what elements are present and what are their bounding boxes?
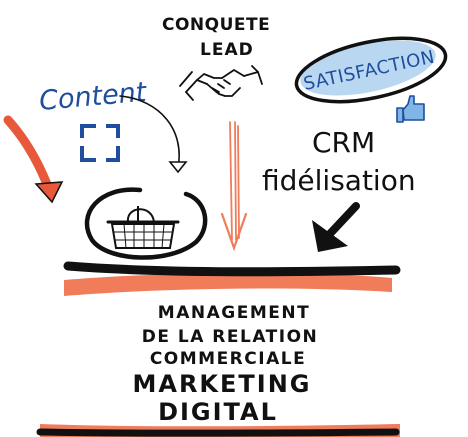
footer-line-3: COMMERCIALE xyxy=(150,349,306,369)
lead-label: LEAD xyxy=(200,40,254,60)
shopping-basket-icon xyxy=(84,187,208,260)
crm-label: CRM xyxy=(312,126,375,159)
footer-line-2: DE LA RELATION xyxy=(142,327,319,347)
satisfaction-badge: SATISFACTION xyxy=(294,36,448,104)
fidelisation-label: fidélisation xyxy=(262,164,416,197)
footer-divider-top xyxy=(63,261,401,296)
content-to-basket-arrow xyxy=(119,95,188,174)
footer-line-5: DIGITAL xyxy=(158,398,278,426)
focus-frame-icon xyxy=(80,124,120,162)
footer-line-1: MANAGEMENT xyxy=(158,303,310,323)
content-label: Content xyxy=(38,77,149,117)
handshake-icon xyxy=(179,65,263,101)
crm-black-arrow xyxy=(312,202,360,252)
conquete-label: CONQUETE xyxy=(162,15,270,35)
thumbs-up-icon xyxy=(396,95,425,123)
footer-divider-bottom xyxy=(36,424,400,437)
left-orange-arrow xyxy=(3,115,64,204)
footer-line-4: MARKETING xyxy=(132,370,311,398)
lead-orange-arrow xyxy=(220,121,248,252)
